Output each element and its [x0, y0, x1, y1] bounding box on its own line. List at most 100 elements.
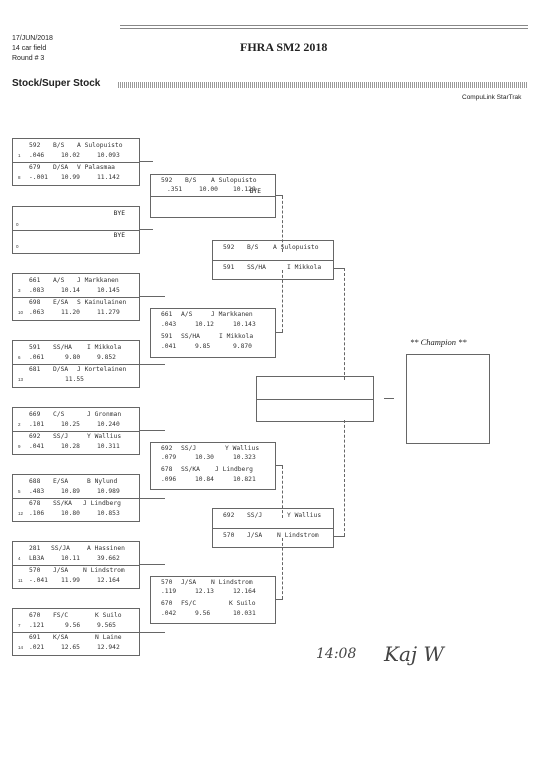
seed-number: 0 [16, 244, 19, 249]
connector [344, 420, 345, 536]
connector [282, 196, 283, 252]
section-rule [118, 82, 528, 88]
connector [139, 430, 165, 431]
connector [139, 296, 165, 297]
r1-m2-top: BYE 0 [13, 207, 139, 230]
bye-label: BYE [249, 188, 261, 195]
connector [275, 195, 283, 196]
header-rule [120, 28, 528, 29]
class-name: Stock/Super Stock [12, 78, 101, 89]
field-size: 14 car field [12, 45, 47, 52]
connector [384, 398, 394, 399]
champion-box [406, 354, 490, 444]
handwritten-time: 14:08 [316, 646, 357, 662]
connector [282, 466, 283, 518]
r1-m2-bottom: BYE 0 [13, 230, 139, 254]
event-title: FHRA SM2 2018 [240, 40, 328, 54]
r1-match-2: BYE 0 BYE 0 [12, 206, 140, 254]
connector [275, 332, 283, 333]
connector [282, 270, 283, 332]
connector [139, 564, 165, 565]
event-date: 17/JUN/2018 [12, 35, 53, 42]
final-lane-bottom [257, 399, 373, 422]
handwritten-signature: Kaj W [384, 642, 444, 666]
r2-m1-bottom: BYE [151, 188, 275, 218]
connector [139, 632, 165, 633]
connector [139, 161, 153, 162]
connector [139, 229, 153, 230]
connector [282, 538, 283, 599]
champion-label: ** Champion ** [410, 337, 467, 347]
final-match [256, 376, 374, 422]
